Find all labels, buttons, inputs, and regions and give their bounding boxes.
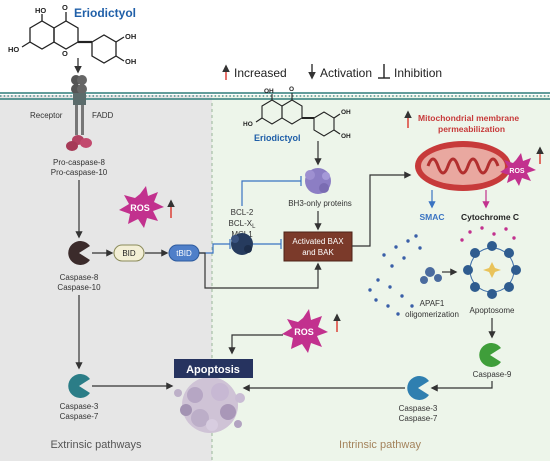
caspase-3-extrinsic-icon: [68, 374, 90, 399]
oh-label-2: OH: [125, 32, 136, 41]
ho-label: HO: [8, 45, 19, 54]
legend-increased: Increased: [234, 66, 287, 80]
procaspase-8-label: Pro-caspase-8: [53, 158, 106, 167]
oh-label-6: OH: [341, 133, 351, 140]
caspase-3-extrinsic-label: Caspase-3: [60, 402, 99, 411]
arrow-tbid-bax: [199, 252, 322, 289]
ros-label-intrinsic: ROS: [294, 327, 314, 337]
o-label-2: O: [289, 86, 294, 93]
arrow-ros-apoptosis: [228, 334, 283, 355]
ros-burst-extrinsic: [119, 186, 164, 228]
caspase-7-extrinsic-label: Caspase-7: [60, 412, 99, 421]
ros-label-mito: ROS: [509, 168, 525, 175]
inhibit-bcl2-bax: [253, 239, 282, 249]
eriodictyol-label-intrinsic: Eriodictyol: [254, 133, 301, 143]
caspase-8-icon: [68, 241, 90, 265]
inhibit-bcl2-bh3: [241, 176, 302, 206]
apaf1-label-line1: APAF1: [420, 299, 445, 308]
intrinsic-label: Intrinsic pathway: [339, 439, 421, 451]
bid-box: [113, 244, 145, 262]
apoptosome-label: Apoptosome: [470, 306, 515, 315]
o-label: O: [62, 3, 68, 12]
mito-label-line1: Mitochondrial membrane: [418, 113, 519, 123]
smac-particles: [368, 234, 422, 316]
apoptotic-cell-icon: [174, 377, 245, 433]
oh-label: HO: [35, 6, 46, 15]
apoptosis-box: [174, 359, 253, 378]
ho-label-2: HO: [243, 121, 253, 128]
bcl2-protein-icon: [231, 233, 253, 255]
eriodictyol-structure-top: [21, 12, 125, 64]
bax-label-line2: and BAK: [302, 248, 334, 257]
ros-burst-intrinsic: [282, 309, 328, 353]
cell-membrane: [0, 92, 550, 100]
bax-label-line1: Activated BAX: [292, 237, 344, 246]
cytochrome-label: Cytochrome C: [461, 212, 519, 222]
bh3-label: BH3-only proteins: [288, 199, 352, 208]
cytochrome-particles: [460, 226, 516, 242]
smac-label: SMAC: [419, 212, 444, 222]
apaf1-icon: [420, 267, 442, 284]
caspase-9-icon: [479, 343, 501, 368]
arrow-bax-mitochondria: [352, 171, 412, 247]
extrinsic-panel: [0, 95, 212, 461]
arrow-caspase9-caspase3: [430, 381, 493, 392]
procaspase-10-label: Pro-caspase-10: [51, 168, 108, 177]
oh-label-5: OH: [341, 109, 351, 116]
mitochondrion-icon: [415, 141, 511, 191]
inhibition-icon: [378, 64, 390, 79]
caspase-3-intrinsic-label: Caspase-3: [399, 404, 438, 413]
caspase-3-intrinsic-icon: [407, 376, 429, 401]
caspase-9-label: Caspase-9: [473, 370, 512, 379]
mito-label-line2: permeabilization: [438, 124, 505, 134]
bclxl-text: BCL-XL: [229, 219, 257, 230]
ros-label-extrinsic: ROS: [130, 203, 150, 213]
fadd-label: FADD: [92, 111, 114, 120]
apoptosis-label: Apoptosis: [186, 364, 240, 376]
caspase-8-label: Caspase-8: [60, 273, 99, 282]
caspase-10-label: Caspase-10: [57, 283, 101, 292]
bclxl-subscript: L: [252, 224, 256, 230]
legend-inhibition: Inhibition: [394, 66, 442, 80]
apoptosome-icon: [463, 241, 521, 299]
receptor-complex-icon: [66, 75, 92, 151]
bh3-protein-icon: [305, 168, 331, 194]
bcl2-label: BCL-2: [231, 208, 254, 217]
caspase-7-intrinsic-label: Caspase-7: [399, 414, 438, 423]
oh-label-3: OH: [125, 57, 136, 66]
bid-label: BID: [122, 249, 136, 258]
ros-burst-mito: [500, 153, 536, 186]
legend-activation: Activation: [320, 66, 372, 80]
apaf1-label-line2: oligomerization: [405, 310, 459, 319]
o-ring-label: O: [62, 49, 68, 58]
oh-label-4: OH: [264, 88, 274, 95]
inhibit-tbid-bcl2: [199, 239, 231, 254]
eriodictyol-structure-intrinsic: [255, 93, 341, 137]
tbid-label: tBID: [176, 249, 192, 258]
eriodictyol-title: Eriodictyol: [74, 6, 136, 20]
receptor-label: Receptor: [30, 111, 63, 120]
extrinsic-label: Extrinsic pathways: [50, 439, 142, 451]
bclxl-label: BCL-X: [229, 219, 253, 228]
legend: Increased Activation Inhibition: [222, 64, 442, 80]
